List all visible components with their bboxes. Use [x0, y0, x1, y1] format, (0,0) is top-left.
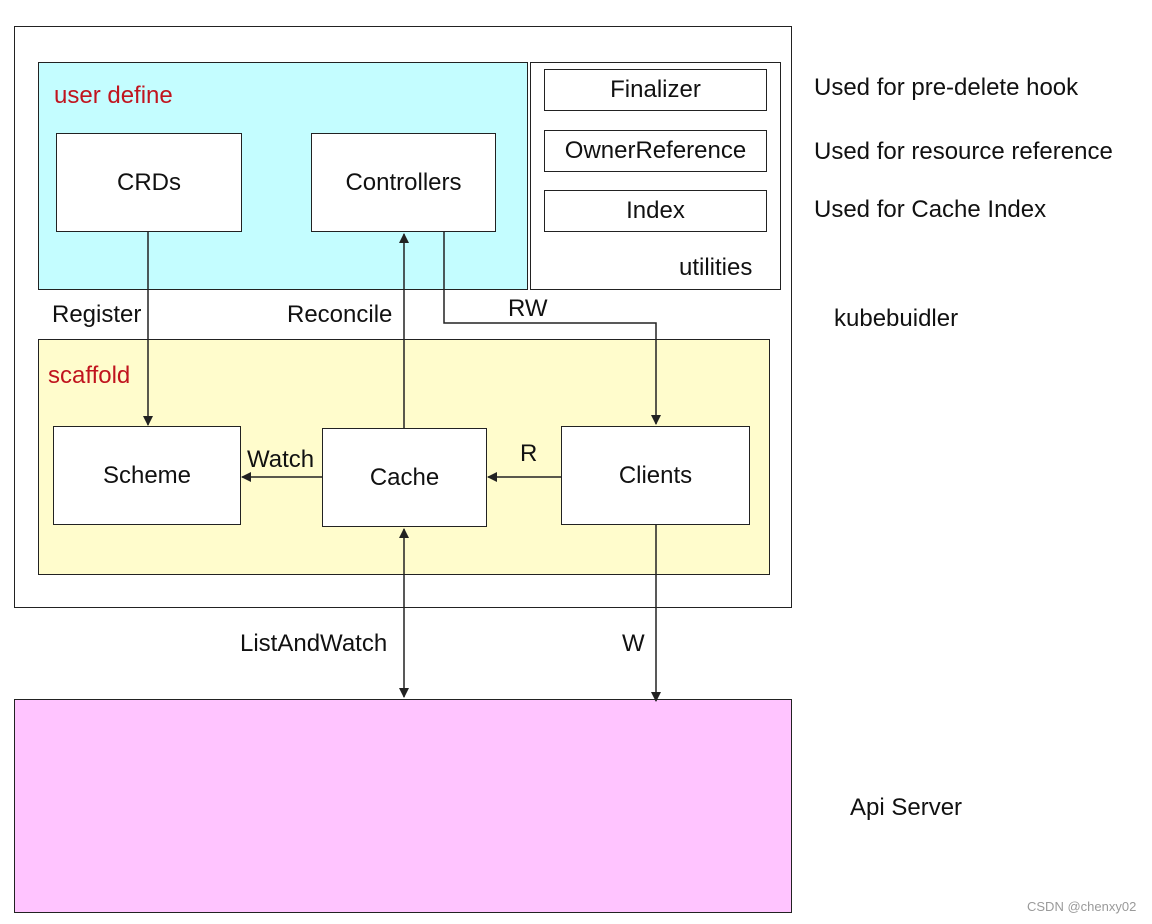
utilities-label: utilities: [679, 254, 753, 281]
scheme-label: Scheme: [102, 461, 192, 489]
watermark: CSDN @chenxy02: [1027, 899, 1137, 914]
owner-reference-box: OwnerReference: [544, 130, 767, 172]
crds-label: CRDs: [117, 168, 181, 196]
finalizer-note: Used for pre-delete hook: [814, 74, 1079, 101]
controllers-box: Controllers: [311, 133, 496, 232]
controllers-label: Controllers: [345, 168, 462, 196]
finalizer-label: Finalizer: [610, 76, 701, 103]
scheme-box: Scheme: [53, 426, 241, 525]
owner-reference-note: Used for resource reference: [814, 138, 1113, 165]
api-server-label: Api Server: [850, 794, 963, 821]
rw-label: RW: [508, 295, 548, 322]
index-label: Index: [626, 197, 685, 224]
kubebuilder-label: kubebuidler: [834, 305, 959, 332]
cache-box: Cache: [322, 428, 487, 527]
watch-label: Watch: [247, 446, 315, 473]
clients-label: Clients: [618, 461, 693, 489]
index-note: Used for Cache Index: [814, 196, 1047, 223]
index-box: Index: [544, 190, 767, 232]
clients-box: Clients: [561, 426, 750, 525]
crds-box: CRDs: [56, 133, 242, 232]
owner-reference-label: OwnerReference: [564, 137, 747, 164]
reconcile-label: Reconcile: [287, 301, 393, 328]
register-label: Register: [52, 301, 142, 328]
user-define-title: user define: [54, 82, 173, 109]
list-and-watch-label: ListAndWatch: [240, 630, 388, 657]
cache-label: Cache: [369, 463, 440, 491]
rw-arrow: [443, 232, 661, 425]
api-server-region: [14, 699, 792, 913]
w-label: W: [622, 630, 645, 657]
finalizer-box: Finalizer: [544, 69, 767, 111]
r-label: R: [520, 440, 538, 467]
scaffold-title: scaffold: [48, 362, 131, 389]
